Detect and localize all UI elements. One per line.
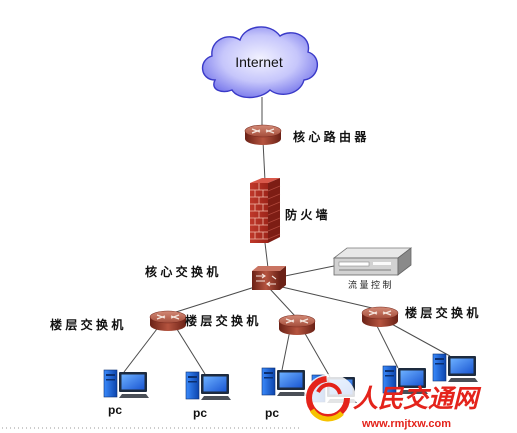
core-router-label: 核 心 路 由 器: [293, 129, 367, 144]
traffic-control-device-icon: [332, 247, 413, 276]
watermark: 人民交通网 www.rmjtxw.com: [304, 374, 482, 430]
connection-lines: [123, 97, 451, 378]
floor-switch-1-icon: [149, 310, 187, 332]
link-floor2-pc4: [302, 329, 331, 378]
link-core-floor-switch-2: [269, 288, 296, 317]
pc-1-icon: [103, 369, 150, 399]
watermark-url: www.rmjtxw.com: [361, 418, 451, 430]
link-floor3-pc5: [374, 321, 399, 369]
watermark-logo-icon: [306, 376, 350, 422]
link-floor1-pc2: [174, 325, 206, 375]
core-router-icon: [244, 124, 282, 146]
link-core-switch-traffic-control: [284, 265, 335, 277]
link-firewall-core-switch: [264, 242, 269, 269]
core-switch-label: 核 心 交 换 机: [145, 264, 218, 279]
cloud-label: Internet: [235, 54, 283, 70]
link-floor2-pc3: [281, 329, 291, 371]
firewall-icon: [250, 178, 281, 243]
traffic-control-label: 流 量 控 制: [348, 279, 392, 290]
link-floor3-pc6: [387, 321, 451, 357]
cloud-icon: [201, 26, 318, 99]
floor-switch-3-icon: [361, 306, 399, 328]
link-router-firewall: [262, 140, 266, 182]
floor-switch-2-label: 楼 层 交 换 机: [185, 313, 258, 328]
pc-3-label: pc: [265, 406, 279, 420]
watermark-name: 人民交通网: [353, 384, 482, 413]
floor-switch-2-icon: [278, 314, 316, 336]
pc-3-icon: [261, 367, 308, 397]
link-core-floor-switch-1: [175, 285, 259, 313]
pc-2-label: pc: [193, 406, 207, 420]
floor-switch-3-label: 楼 层 交 换 机: [405, 305, 478, 320]
firewall-label: 防 火 墙: [285, 207, 328, 222]
core-switch-icon: [252, 266, 286, 290]
floor-switch-1-label: 楼 层 交 换 机: [50, 317, 123, 332]
pc-6-icon: [432, 353, 479, 383]
pc-2-icon: [185, 371, 232, 401]
link-core-floor-switch-3: [281, 286, 373, 309]
pc-1-label: pc: [108, 403, 122, 417]
link-floor1-pc1: [123, 324, 161, 373]
